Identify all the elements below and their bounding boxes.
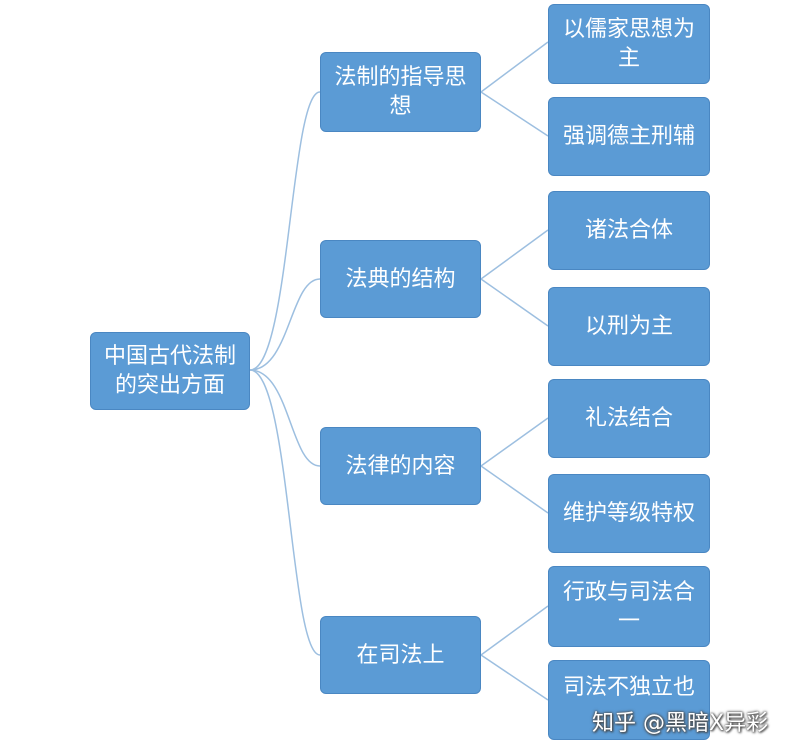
- leaf-node-combined-laws: 诸法合体: [548, 191, 710, 270]
- connector-branch-3-leaf-2: [480, 465, 549, 514]
- leaf-node-virtue-over-punishment: 强调德主刑辅: [548, 97, 710, 176]
- connector-branch-2-leaf-2: [480, 278, 549, 327]
- branch-node-law-content: 法律的内容: [320, 427, 481, 505]
- connector-root-branch-2: [249, 278, 321, 371]
- connector-branch-4-leaf-2: [480, 654, 549, 701]
- connector-branch-2-leaf-1: [480, 229, 549, 280]
- connector-root-branch-1: [249, 91, 321, 371]
- leaf-node-hierarchy-privilege: 维护等级特权: [548, 474, 710, 553]
- leaf-node-admin-judicial-unity: 行政与司法合一: [548, 566, 710, 647]
- connector-branch-1-leaf-2: [480, 91, 549, 137]
- branch-node-guiding-ideology: 法制的指导思想: [320, 52, 481, 132]
- watermark-text: 知乎 @黑暗X异彩: [592, 711, 769, 736]
- leaf-node-rites-and-law: 礼法结合: [548, 379, 710, 458]
- branch-node-judiciary: 在司法上: [320, 616, 481, 694]
- branch-node-code-structure: 法典的结构: [320, 240, 481, 318]
- leaf-node-confucian-main: 以儒家思想为主: [548, 4, 710, 84]
- connector-branch-3-leaf-1: [480, 417, 549, 467]
- connector-root-branch-4: [249, 369, 321, 656]
- connector-root-branch-3: [249, 369, 321, 467]
- leaf-node-judiciary-not-independent: 司法不独立也: [548, 660, 710, 740]
- connector-branch-1-leaf-1: [480, 41, 549, 93]
- connector-branch-4-leaf-1: [480, 605, 549, 656]
- leaf-node-punishment-main: 以刑为主: [548, 287, 710, 366]
- root-node: 中国古代法制的突出方面: [90, 332, 250, 410]
